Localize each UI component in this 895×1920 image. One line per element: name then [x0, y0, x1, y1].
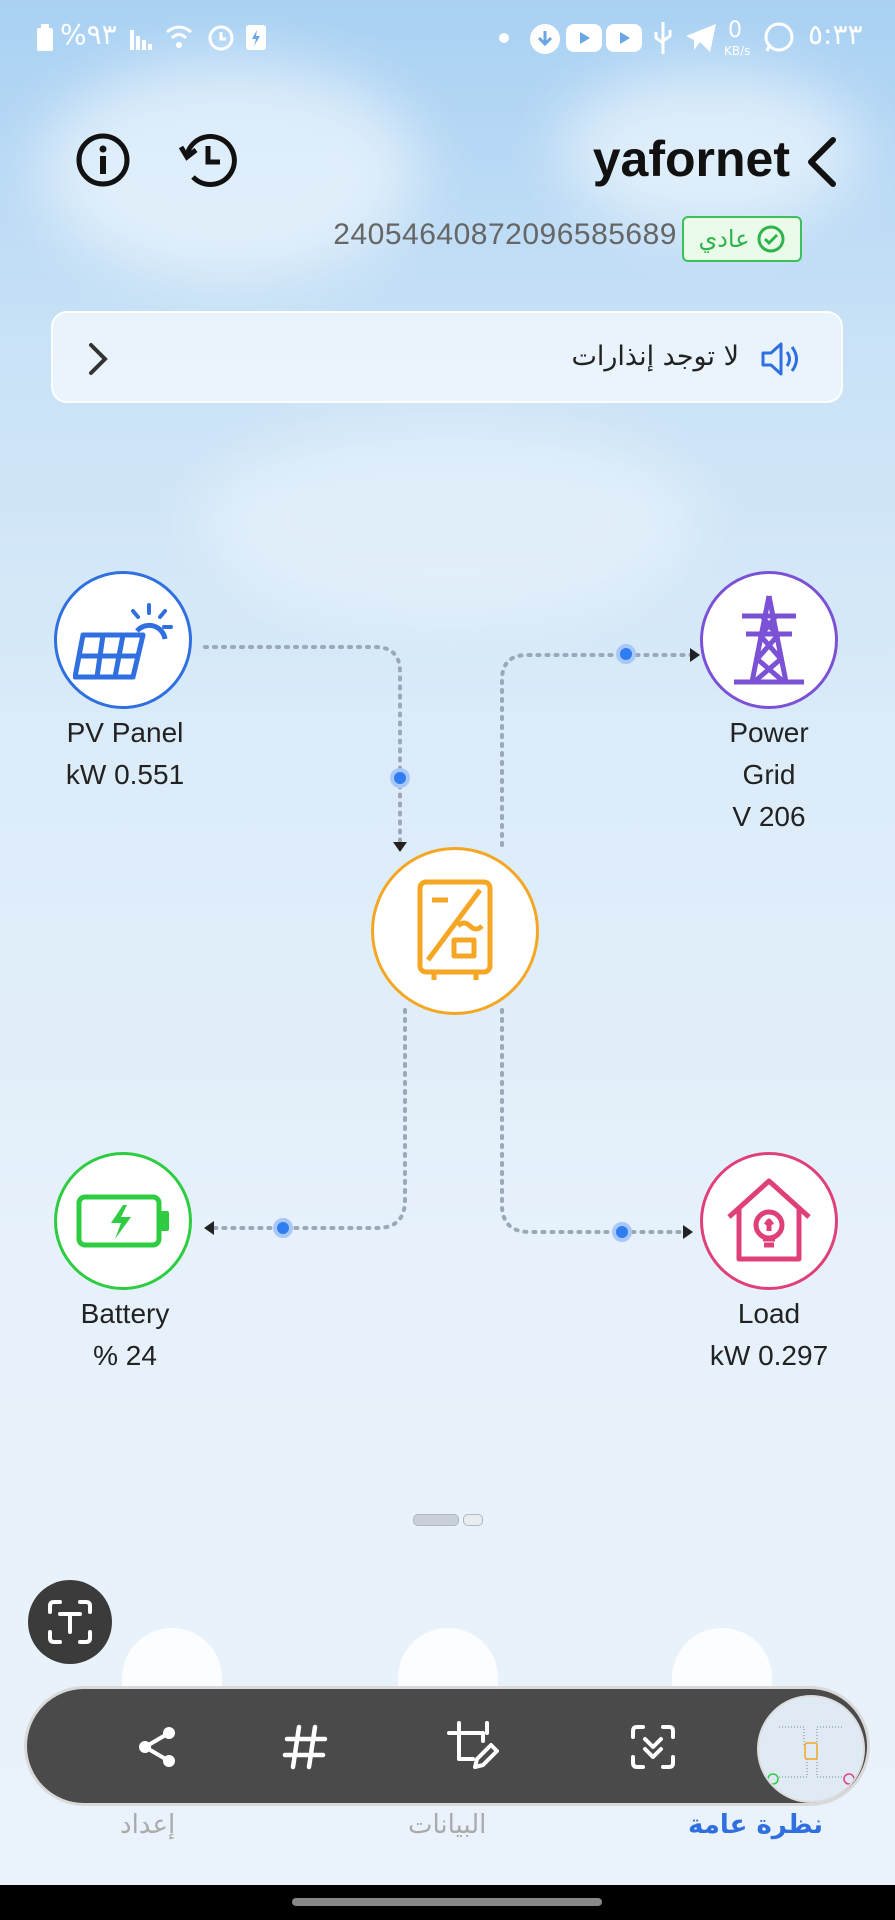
flow-dot — [612, 1222, 632, 1242]
grid-flow-line — [500, 653, 699, 847]
inverter-node[interactable] — [371, 847, 539, 1015]
flow-dot — [390, 768, 410, 788]
chevron-right-icon — [89, 343, 108, 375]
history-icon — [178, 133, 237, 187]
status-bar: %٩٣ 0 KB/s ٥:٣٣ — [0, 0, 895, 80]
load-label: Load kW 0.297 — [669, 1293, 869, 1377]
home-load-icon — [727, 1178, 811, 1262]
battery-icon — [76, 1194, 169, 1248]
page-indicator-inactive — [463, 1514, 483, 1526]
back-button[interactable] — [797, 132, 847, 192]
info-icon — [76, 133, 130, 187]
scroll-capture-icon — [631, 1725, 675, 1769]
screenshot-thumbnail[interactable] — [757, 1695, 865, 1803]
power-grid-label: Power Grid V 206 — [669, 712, 869, 838]
pv-panel-value: kW 0.551 — [65, 759, 185, 790]
arrow-down-icon — [393, 842, 407, 852]
whatsapp-icon — [764, 22, 794, 52]
power-grid-value: V 206 — [732, 801, 806, 832]
home-gesture-bar[interactable] — [292, 1898, 602, 1906]
status-badge: عادي — [682, 216, 802, 262]
share-button[interactable] — [121, 1711, 193, 1783]
background-cloud — [560, 70, 860, 230]
text-recognition-button[interactable] — [28, 1580, 112, 1664]
youtube-icon — [566, 24, 602, 52]
load-node[interactable] — [700, 1152, 838, 1290]
share-icon — [139, 1727, 175, 1767]
transmission-tower-icon — [734, 595, 804, 685]
status-badge-label: عادي — [698, 225, 750, 253]
info-button[interactable] — [58, 115, 148, 205]
pv-flow-line — [203, 645, 402, 847]
screenshot-toolbar — [24, 1686, 870, 1806]
speaker-icon — [761, 342, 798, 376]
signal-icon — [130, 30, 152, 50]
battery-status-icon — [37, 24, 53, 51]
hashtag-icon — [282, 1724, 328, 1770]
load-flow-line — [500, 1008, 692, 1234]
telegram-icon — [686, 24, 716, 52]
flow-dot — [273, 1218, 293, 1238]
status-time: ٥:٣٣ — [808, 18, 863, 51]
arrow-right-icon — [683, 1225, 693, 1239]
battery-flow-line — [208, 1008, 407, 1230]
system-navigation-bar — [0, 1885, 895, 1920]
usb-icon — [654, 22, 672, 54]
page-indicator-active — [413, 1514, 459, 1526]
tab-overview[interactable]: نظرة عامة — [688, 1810, 824, 1840]
network-speed-value: 0 — [728, 18, 742, 43]
power-grid-name-line1: Power — [729, 717, 809, 748]
battery-name: Battery — [80, 1298, 170, 1329]
flow-dot — [616, 644, 636, 664]
history-button[interactable] — [163, 115, 253, 205]
device-title: yafornet — [592, 131, 790, 187]
load-name: Load — [737, 1298, 801, 1329]
load-value: kW 0.297 — [709, 1340, 829, 1371]
device-serial: 2405464087209658568​9 — [333, 218, 677, 251]
tab-data[interactable]: البيانات — [408, 1810, 487, 1840]
network-speed-unit: KB/s — [724, 44, 751, 58]
pv-panel-node[interactable] — [54, 571, 192, 709]
check-circle-icon — [757, 225, 785, 253]
power-grid-node[interactable] — [700, 571, 838, 709]
crop-edit-icon — [447, 1721, 499, 1769]
tab-setup[interactable]: إعداد — [120, 1810, 176, 1840]
hashtag-button[interactable] — [269, 1711, 341, 1783]
alarm-clock-icon — [208, 25, 234, 51]
battery-value: % 24 — [93, 1340, 157, 1371]
chevron-left-icon — [808, 137, 836, 187]
wifi-icon — [166, 25, 192, 48]
power-grid-name-line2: Grid — [742, 759, 796, 790]
inverter-icon — [417, 879, 493, 980]
battery-percent: %٩٣ — [60, 18, 117, 51]
crop-edit-button[interactable] — [437, 1711, 509, 1783]
arrow-right-icon — [690, 648, 700, 662]
battery-label: Battery % 24 — [25, 1293, 225, 1377]
text-scan-icon — [48, 1600, 92, 1644]
background-cloud — [200, 420, 700, 620]
dot-icon — [499, 33, 509, 43]
battery-saver-icon — [246, 25, 266, 50]
battery-node[interactable] — [54, 1152, 192, 1290]
scroll-capture-button[interactable] — [617, 1711, 689, 1783]
arrow-left-icon — [204, 1221, 214, 1235]
pv-panel-name: PV Panel — [66, 717, 184, 748]
download-icon — [530, 24, 560, 54]
pv-panel-label: PV Panel kW 0.551 — [25, 712, 225, 796]
youtube-icon — [606, 24, 642, 52]
thumbnail-preview-icon — [767, 1726, 855, 1785]
alarm-banner[interactable]: لا توجد إنذارات — [51, 311, 843, 403]
alarm-text: لا توجد إنذارات — [571, 341, 739, 372]
solar-panel-icon — [73, 603, 173, 680]
